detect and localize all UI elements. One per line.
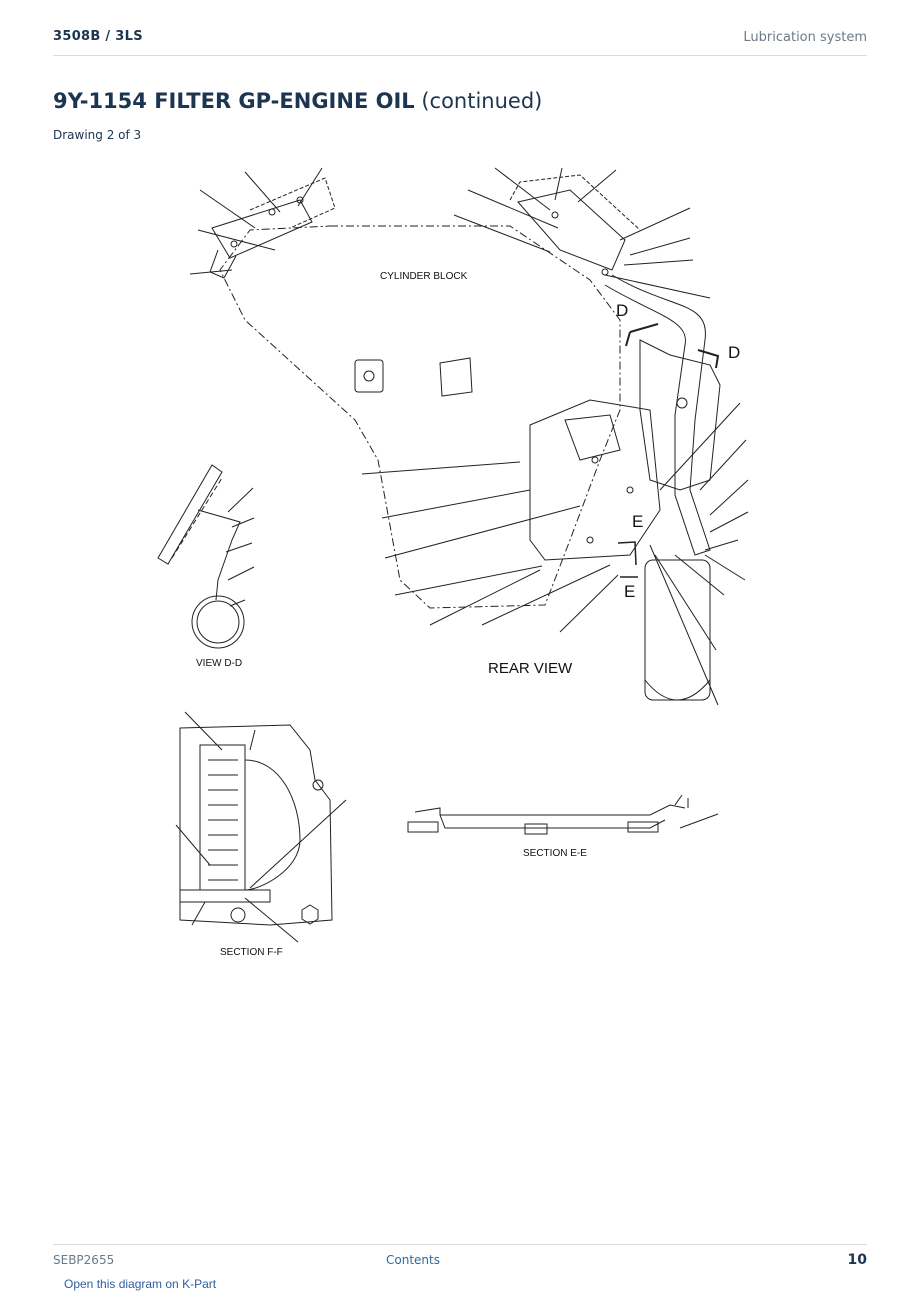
title-suffix: (continued) bbox=[414, 89, 543, 113]
section-ee-detail bbox=[407, 794, 719, 835]
title-main: 9Y-1154 FILTER GP-ENGINE OIL bbox=[53, 89, 415, 113]
filter-canister bbox=[644, 559, 711, 701]
label-rear-view: REAR VIEW bbox=[488, 660, 573, 677]
drawing-number: Drawing 2 of 3 bbox=[53, 128, 142, 142]
label-view-dd: VIEW D-D bbox=[196, 658, 242, 669]
cover-plate-left bbox=[354, 359, 384, 393]
label-cylinder-block: CYLINDER BLOCK bbox=[380, 271, 468, 282]
marker-d-right: D bbox=[728, 343, 740, 362]
cylinder-block-outline bbox=[219, 225, 621, 609]
page-number: 10 bbox=[847, 1252, 867, 1268]
label-section-ff: SECTION F-F bbox=[220, 947, 283, 958]
parts-diagram: CYLINDER BLOCK REAR VIEW VIEW D-D SECTIO… bbox=[157, 167, 749, 958]
section-ff-detail bbox=[175, 711, 347, 943]
contents-link[interactable]: Contents bbox=[386, 1253, 440, 1267]
doc-section: Lubrication system bbox=[743, 30, 867, 45]
page-title: 9Y-1154 FILTER GP-ENGINE OIL (continued) bbox=[53, 89, 542, 113]
label-section-ee: SECTION E-E bbox=[523, 848, 587, 859]
footer-divider bbox=[53, 1244, 867, 1245]
filter-housing bbox=[529, 399, 661, 561]
marker-d-left: D bbox=[616, 301, 628, 320]
document-code: SEBP2655 bbox=[53, 1253, 115, 1267]
marker-e-top: E bbox=[632, 512, 643, 531]
kpart-diagram-link[interactable]: Open this diagram on K-Part bbox=[64, 1277, 217, 1291]
cover-plate-right bbox=[439, 357, 473, 397]
view-dd-detail bbox=[157, 464, 255, 649]
doc-model: 3508B / 3LS bbox=[53, 29, 143, 44]
oil-pipe bbox=[604, 274, 711, 556]
right-bracket bbox=[517, 189, 626, 271]
marker-e-bottom: E bbox=[624, 582, 635, 601]
header-divider bbox=[53, 55, 867, 56]
